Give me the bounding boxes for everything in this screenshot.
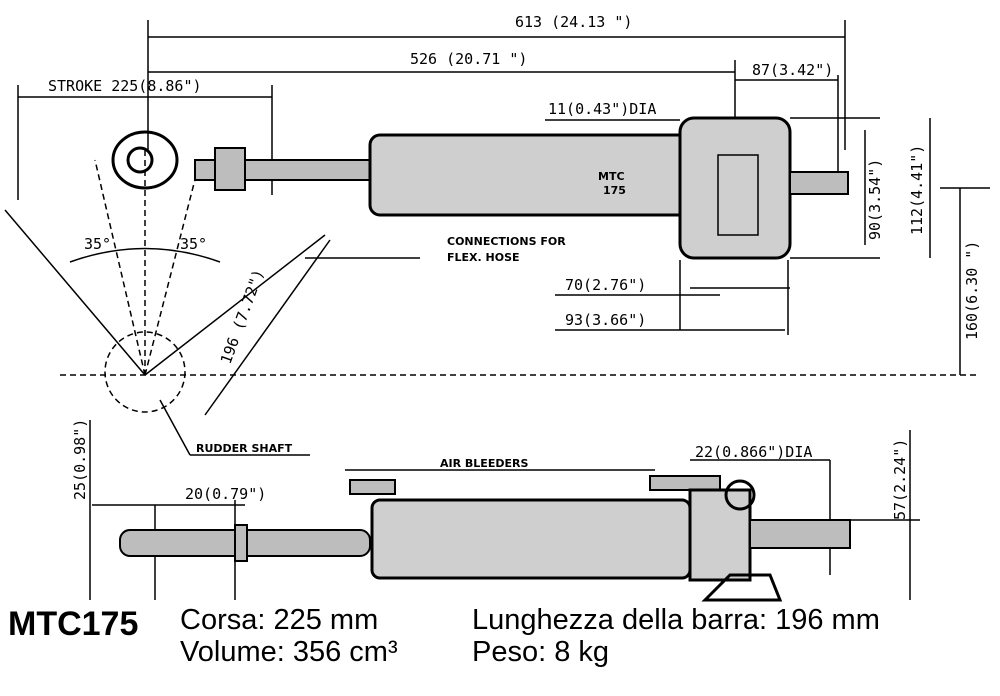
spec-column-1: Corsa: 225 mm Volume: 356 cm³ [180, 604, 398, 668]
body-label-mtc: MTC [598, 170, 625, 183]
volume-spec: Volume: 356 cm³ [180, 636, 398, 668]
dim-hole-diameter: 11(0.43")DIA [548, 100, 656, 118]
dim-stroke: STROKE 225(8.86") [48, 77, 202, 95]
air-bleeders-label: AIR BLEEDERS [440, 457, 528, 470]
dim-93: 93(3.66") [565, 311, 646, 329]
dim-70: 70(2.76") [565, 276, 646, 294]
dim-20: 20(0.79") [185, 485, 266, 503]
stroke-spec: Corsa: 225 mm [180, 604, 379, 636]
dim-overall-length: 613 (24.13 ") [515, 13, 632, 31]
tiller-length-spec: Lunghezza della barra: 196 mm [472, 604, 880, 636]
cylinder-top-view [111, 116, 849, 260]
dim-87: 87(3.42") [752, 61, 833, 79]
tiller-swing-geometry [4, 150, 331, 456]
angle-left: 35° [84, 235, 111, 253]
dim-90: 90(3.54") [866, 159, 884, 240]
dim-526: 526 (20.71 ") [410, 50, 527, 68]
angle-right: 35° [180, 235, 207, 253]
dim-tiller-length: 196 (7.72") [217, 267, 268, 367]
dim-160: 160(6.30 ") [963, 241, 981, 340]
dimension-lines-top [17, 20, 990, 376]
connections-label: CONNECTIONS FOR [447, 235, 566, 248]
dim-112: 112(4.41") [908, 145, 926, 235]
weight-spec: Peso: 8 kg [472, 636, 610, 668]
dim-25: 25(0.98") [71, 419, 89, 500]
flex-hose-label: FLEX. HOSE [447, 251, 520, 264]
dim-57: 57(2.24") [891, 439, 909, 520]
cylinder-side-view [89, 420, 920, 602]
spec-column-2: Lunghezza della barra: 196 mm Peso: 8 kg [472, 604, 880, 668]
rudder-shaft-circle [104, 331, 186, 413]
body-label-175: 175 [603, 184, 626, 197]
model-name: MTC175 [8, 605, 139, 643]
dim-22: 22(0.866")DIA [695, 443, 812, 461]
rudder-shaft-label: RUDDER SHAFT [196, 442, 293, 455]
